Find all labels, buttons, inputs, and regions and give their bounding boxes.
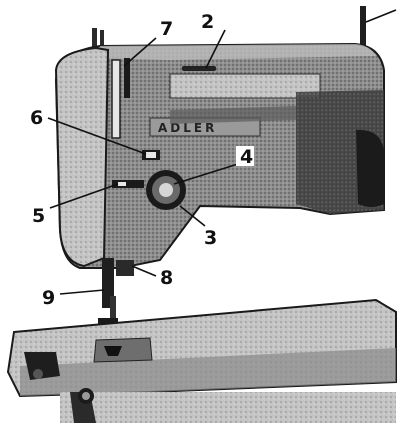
callout-6: 6 [30, 107, 43, 129]
callout-7: 7 [160, 18, 173, 40]
callout-9: 9 [42, 287, 55, 309]
leader-7 [123, 37, 157, 67]
callout-5: 5 [32, 205, 45, 227]
tension-dial [112, 170, 186, 210]
leader-9 [59, 289, 105, 295]
leader-1 [365, 9, 397, 23]
callout-4-box [236, 146, 254, 166]
callout-4: 4 [240, 146, 253, 168]
callout-3: 3 [204, 227, 217, 249]
thread-guide [142, 150, 160, 160]
leader-4 [173, 163, 239, 185]
leader-2 [205, 29, 226, 69]
leader-lines [47, 9, 397, 295]
machine-arm: ADLER [54, 42, 385, 269]
leader-8 [131, 265, 157, 277]
leader-6 [47, 117, 147, 155]
svg-text:ADLER: ADLER [158, 121, 217, 135]
callout-2: 2 [201, 11, 214, 33]
spool-pin-left [92, 28, 104, 50]
take-up-lever [111, 58, 130, 139]
callout-8: 8 [160, 267, 173, 289]
machine-bed [6, 298, 397, 423]
spool-pin-right [360, 6, 366, 66]
leader-3 [179, 205, 206, 227]
leader-5 [49, 183, 119, 209]
